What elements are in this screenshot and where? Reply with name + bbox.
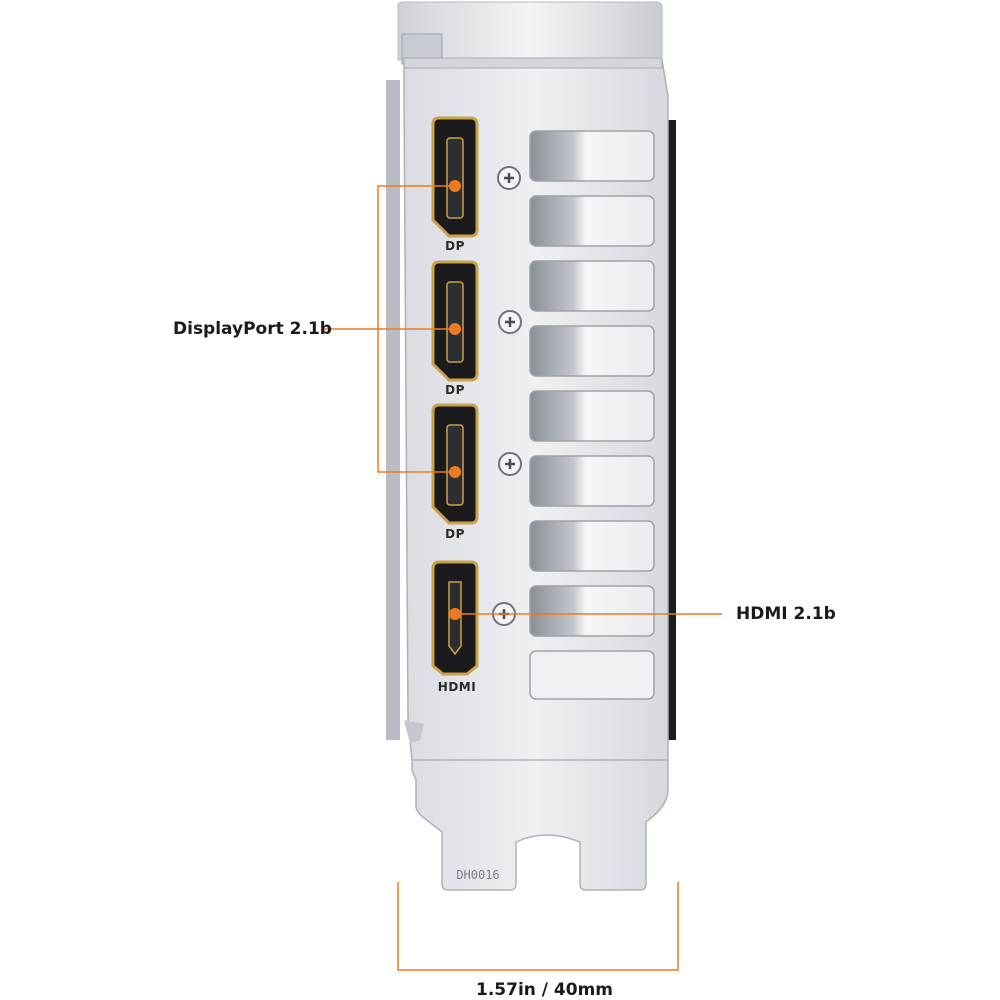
vent-slot <box>529 260 655 312</box>
screw-icon <box>498 310 522 334</box>
port-label-hdmi: HDMI <box>438 680 476 694</box>
displayport-callout-dot <box>449 180 461 192</box>
displayport-callout-dot <box>449 466 461 478</box>
vent-slot <box>529 130 655 182</box>
vent-slots <box>529 130 655 700</box>
hdmi-callout-dot <box>449 608 461 620</box>
vent-slot <box>529 650 655 700</box>
displayport-callout-bracket <box>322 185 455 473</box>
bracket-stamp: DH0016 <box>456 868 499 882</box>
displayport-callout-dot <box>449 323 461 335</box>
bracket-top-lip <box>403 57 663 69</box>
card-edge <box>386 80 400 740</box>
width-dimension-line <box>397 882 679 971</box>
vent-slot <box>529 195 655 247</box>
bracket-notch <box>404 720 424 744</box>
vent-slot <box>529 325 655 377</box>
hdmi-label: HDMI 2.1b <box>736 604 836 624</box>
screw-icon <box>498 452 522 476</box>
vent-slot <box>529 455 655 507</box>
displayport-connector-1 <box>431 116 479 238</box>
displayport-connector-3 <box>431 403 479 525</box>
displayport-connector-2 <box>431 260 479 382</box>
vent-slot <box>529 585 655 637</box>
cooler-shroud <box>397 1 663 61</box>
vent-slot <box>529 390 655 442</box>
port-label-dp: DP <box>445 527 465 541</box>
port-label-dp: DP <box>445 239 465 253</box>
displayport-label: DisplayPort 2.1b <box>173 319 332 339</box>
screw-icon <box>497 166 521 190</box>
port-label-dp: DP <box>445 383 465 397</box>
vent-slot <box>529 520 655 572</box>
width-label: 1.57in / 40mm <box>476 980 614 1000</box>
